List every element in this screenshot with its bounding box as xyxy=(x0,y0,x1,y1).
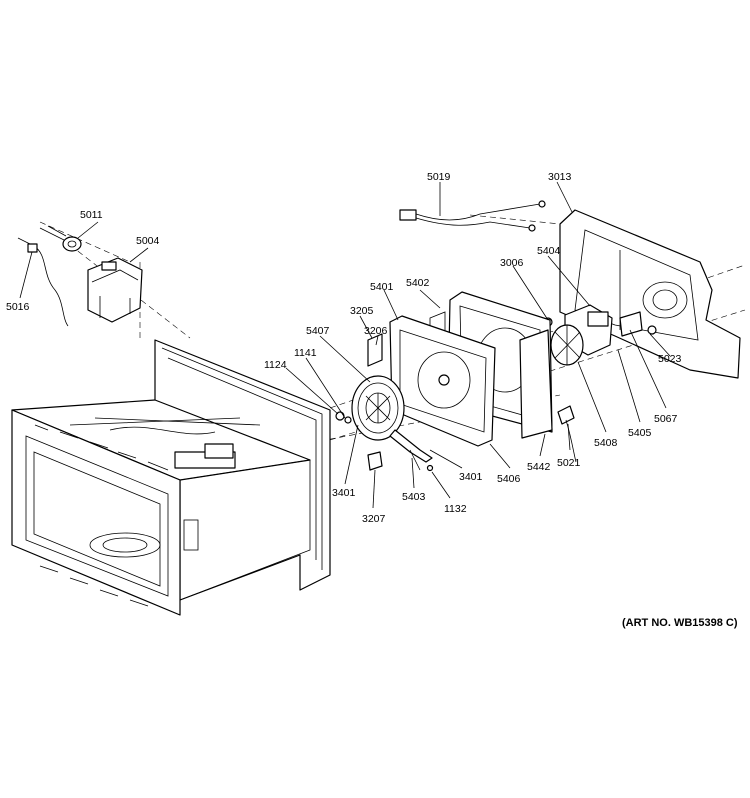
callout-5408: 5408 xyxy=(594,437,618,449)
callout-5019: 5019 xyxy=(427,171,451,183)
art-number: (ART NO. WB15398 C) xyxy=(622,617,738,629)
callout-3401-right: 3401 xyxy=(459,471,483,483)
callout-5402: 5402 xyxy=(406,277,430,289)
callout-3205: 3205 xyxy=(350,305,374,317)
callout-5016: 5016 xyxy=(6,301,30,313)
oven-cavity xyxy=(11,339,331,616)
convection-element xyxy=(351,375,433,463)
callout-3006: 3006 xyxy=(500,257,524,269)
wire-harness-left xyxy=(17,237,69,327)
callout-5401: 5401 xyxy=(370,281,394,293)
wire-harness-top xyxy=(399,200,546,232)
callout-5405: 5405 xyxy=(628,427,652,439)
fan-blade-5408 xyxy=(550,324,584,366)
callout-5404: 5404 xyxy=(537,245,561,257)
callout-1141: 1141 xyxy=(294,347,317,359)
callout-3206: 3206 xyxy=(364,325,388,337)
callout-5067: 5067 xyxy=(654,413,678,425)
callout-3207: 3207 xyxy=(362,513,386,525)
callout-5023: 5023 xyxy=(658,353,682,365)
hardware-small xyxy=(335,333,577,472)
callout-5004: 5004 xyxy=(136,235,160,247)
callout-labels: 5011 5004 5016 5019 3013 5404 3006 5402 … xyxy=(6,171,682,525)
callout-1132: 1132 xyxy=(444,503,467,515)
callout-5407: 5407 xyxy=(306,325,330,337)
callout-5406: 5406 xyxy=(497,473,521,485)
leader-lines xyxy=(19,181,671,509)
thermostat xyxy=(39,225,82,252)
callout-5442: 5442 xyxy=(527,461,551,473)
callout-5011: 5011 xyxy=(80,209,103,221)
callout-1124: 1124 xyxy=(264,359,287,371)
control-bracket xyxy=(87,257,143,323)
callout-5021: 5021 xyxy=(557,457,581,469)
baffle-plate xyxy=(519,329,553,439)
callout-5403: 5403 xyxy=(402,491,426,503)
callout-3401-left: 3401 xyxy=(332,487,356,499)
rear-panel xyxy=(559,209,741,379)
callout-3013: 3013 xyxy=(548,171,572,183)
